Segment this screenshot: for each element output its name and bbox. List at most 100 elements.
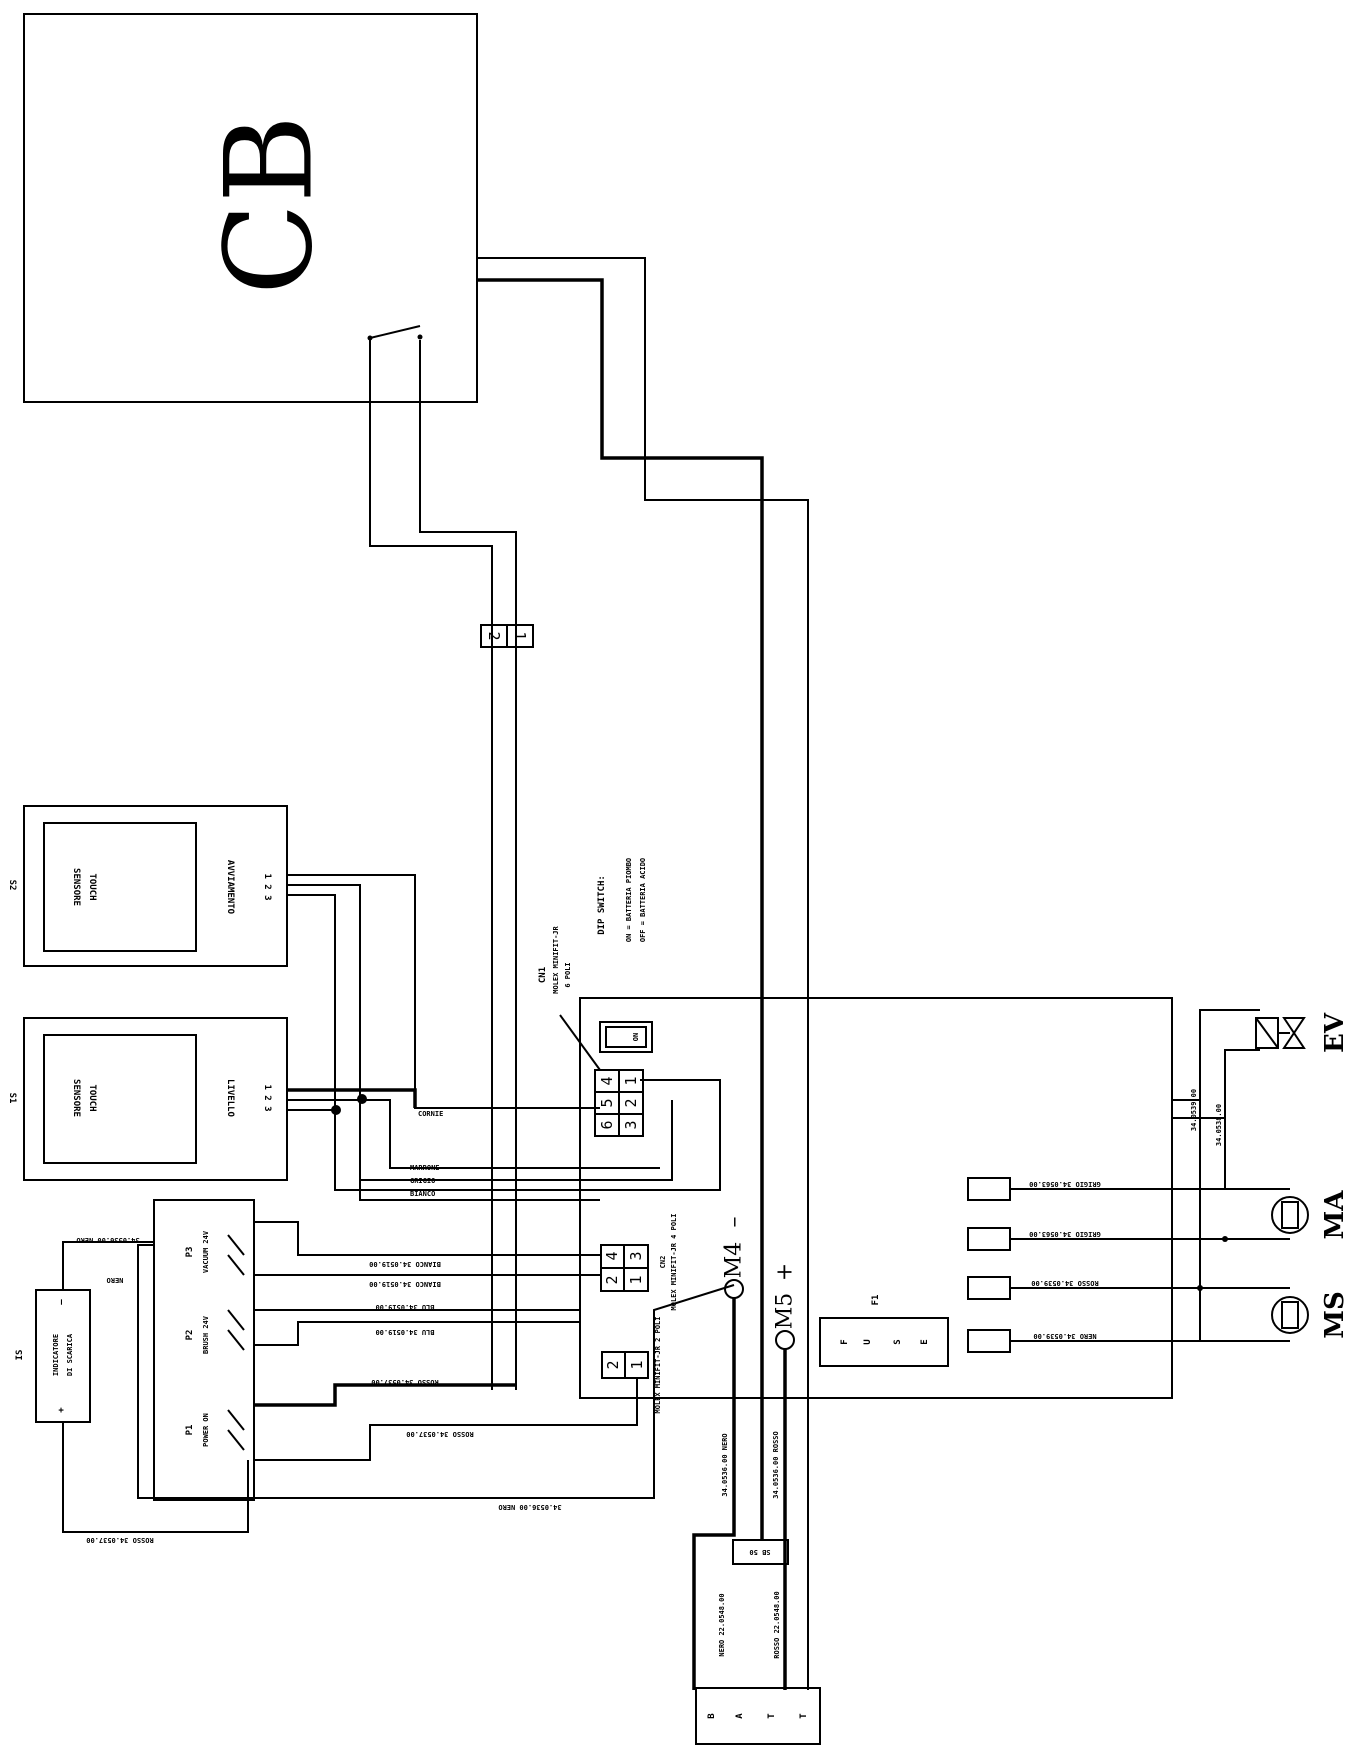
motor-ma (1271, 1196, 1309, 1234)
wire-s1-1 (287, 1088, 417, 1108)
junction (1197, 1285, 1203, 1291)
wire-p3-1 (254, 1221, 601, 1256)
s1-sensor-l2: TOUCH (87, 1084, 97, 1111)
p1-tag: P1 (185, 1425, 195, 1436)
sensor-s2: S2 SENSORE TOUCH AVVIAMENTO 1 2 3 (7, 805, 288, 967)
cn3-pin: 1 (628, 1360, 646, 1369)
battery-fuse (732, 1539, 789, 1565)
is-wire-side: NERO (107, 1276, 124, 1284)
wire-p2-2 (254, 1321, 580, 1346)
batt-letter: A (735, 1713, 745, 1719)
wire-ev-2 (1172, 1049, 1260, 1119)
junction (331, 1105, 341, 1115)
is-indicator: IS INDICATORE DI SCARICA + – (15, 1289, 91, 1423)
fuse-letter: F (840, 1339, 850, 1344)
cn2-pin: 1 (627, 1275, 645, 1284)
s2-tag: S2 (7, 880, 17, 891)
cb-switch (367, 325, 423, 341)
m4-label: M4 (722, 1242, 747, 1279)
s2-name: AVVIAMENTO (225, 860, 235, 915)
p2-wire1: BLU 34.0519.00 (375, 1303, 434, 1311)
s2-sensor-l2: TOUCH (87, 873, 97, 900)
batt-letter: T (767, 1713, 777, 1719)
dip-switch-label: ON (632, 1033, 640, 1041)
p3-name: VACUUM 24V (202, 1230, 210, 1273)
cn1-pin: 5 (598, 1098, 616, 1107)
junction (357, 1094, 367, 1104)
ms-label: MS (1320, 1291, 1350, 1339)
m5-sign: + (773, 1263, 798, 1281)
cn2-title: CN2 (659, 1256, 667, 1269)
ma-label: MA (1320, 1190, 1350, 1240)
cn2-pin: 3 (627, 1251, 645, 1260)
terminal-m5: M5 + (773, 1263, 798, 1350)
motor-wire-label: NERO 34.0539.00 (1033, 1332, 1096, 1340)
ev-label: EV (1320, 1012, 1350, 1053)
wire-p1-1 (254, 1383, 516, 1407)
cn2-pin: 2 (603, 1275, 621, 1284)
cn3-pin: 2 (604, 1360, 622, 1369)
p3-tag: P3 (185, 1247, 195, 1258)
cn2-connector: 4 3 2 1 (600, 1244, 649, 1292)
is-line1: INDICATORE (52, 1334, 60, 1376)
cn1-pin: 2 (622, 1098, 640, 1107)
is-line2: DI SCARICA (66, 1333, 74, 1376)
cn3-connector: 2 1 (601, 1351, 649, 1379)
cb-label: CB (201, 115, 340, 295)
cn1-pin: 4 (598, 1076, 616, 1085)
battery-wire-rosso: ROSSO 22.0548.00 (773, 1591, 781, 1658)
cn1-line1: MOLEX MINIFIT-JR (552, 926, 560, 994)
dip-switch: ON (599, 1021, 653, 1053)
dip-on: ON = BATTERIA PIOMBO (625, 858, 633, 942)
f1-tag: F1 (871, 1295, 881, 1306)
connector-pin: 2 (485, 631, 503, 640)
wire-s2-1 (287, 874, 600, 1109)
sensor-s1: S1 SENSORE TOUCH LIVELLO 1 2 3 (7, 1017, 288, 1181)
junction (1222, 1236, 1228, 1242)
wire-s1-2 (287, 1099, 660, 1169)
fuse-letter: E (920, 1339, 930, 1344)
wire-label: BIANCO (410, 1190, 435, 1198)
cn1-title: CN1 (538, 967, 548, 983)
cn1-pin: 1 (622, 1076, 640, 1085)
fuse-f1: F1 F U S E (819, 1295, 949, 1367)
cn2-sub: MOLEX MINIFIT-JR 4 POLI (670, 1214, 678, 1311)
wire-cb-sw1 (369, 340, 493, 1390)
wire-is-bottom (62, 1422, 249, 1533)
s1-sensor-l1: SENSORE (71, 1079, 81, 1117)
p3-wire1: BIANCO 34.0519.00 (369, 1260, 441, 1268)
wire-cb-sw2 (419, 340, 517, 1390)
is-bottom-wire: ROSSO 34.0537.00 (86, 1536, 153, 1544)
fuse-letter: U (863, 1339, 873, 1344)
p3-wire2: BIANCO 34.0519.00 (369, 1280, 441, 1288)
dip-off: OFF = BATTERIA ACIDO (639, 858, 647, 942)
s2-sensor-l1: SENSORE (71, 868, 81, 906)
p2-name: BRUSH 24V (202, 1315, 210, 1354)
motor-wire-label: GRIGIO 34.0563.00 (1029, 1180, 1101, 1188)
is-plus: + (57, 1407, 67, 1413)
cn3-sub: MOLEX MINIFIT-JR 2 POLI (654, 1317, 662, 1414)
switch-p3: P3 VACUUM 24V (185, 1230, 245, 1276)
ev-wire-label: 34.0538.00 (1215, 1104, 1223, 1146)
cn1-connector: 6 5 4 3 2 1 (594, 1069, 644, 1137)
s1-tag: S1 (7, 1093, 17, 1104)
p2-tag: P2 (185, 1330, 195, 1341)
dip-title: DIP SWITCH: (597, 875, 607, 935)
wire-nero (137, 1244, 735, 1499)
m5-label: M5 (773, 1293, 798, 1330)
switch-panel (153, 1199, 255, 1501)
ev-wire-label: 34.0539.00 (1190, 1089, 1198, 1131)
is-minus: – (57, 1299, 67, 1305)
s1-name: LIVELLO (225, 1079, 235, 1118)
m5-wire-label: 34.0536.00 ROSSO (772, 1431, 780, 1498)
fuse-letter: S (893, 1339, 903, 1344)
wire-label: MARRONE (410, 1164, 440, 1172)
p1-name: POWER ON (202, 1413, 210, 1447)
wire-cb-out1 (477, 257, 809, 1690)
cn1-leader (559, 1014, 601, 1071)
connector-pin: 1 (511, 631, 529, 640)
batt-letter: T (799, 1713, 809, 1719)
s2-pins: 1 2 3 (262, 873, 272, 900)
terminal-m4: M4 – (722, 1217, 747, 1299)
